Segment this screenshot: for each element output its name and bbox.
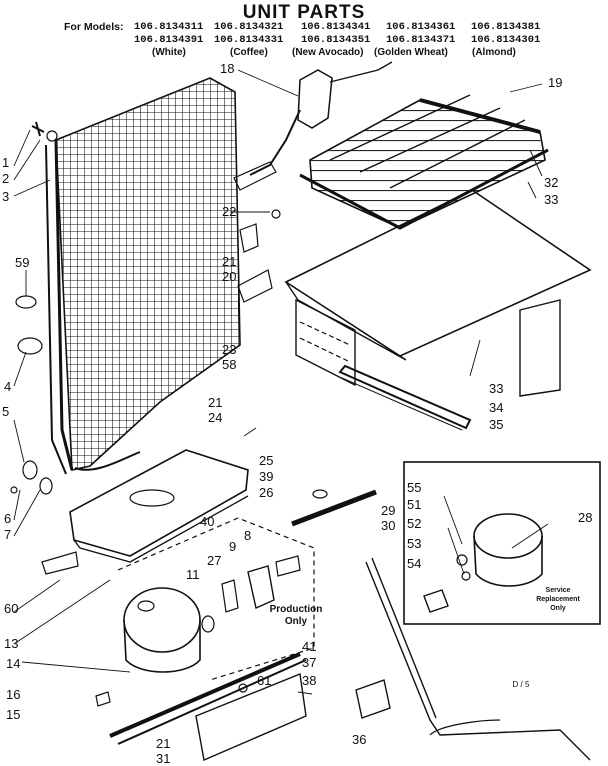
filter-dryer (291, 489, 377, 527)
callout-label: 35 (489, 417, 504, 432)
evaporator-pan (284, 189, 592, 397)
callout-label: 34 (489, 400, 504, 415)
grommet (41, 551, 79, 575)
callout-label: 21 (222, 254, 237, 269)
callout-label: 21 (156, 736, 171, 751)
callout-label: 22 (222, 204, 237, 219)
callout-label: 59 (15, 255, 30, 270)
models-prefix: For Models: (64, 21, 124, 33)
callout-label: 6 (4, 511, 12, 526)
model-number: 106.8134381 (471, 21, 541, 33)
callout-label: 29 (381, 503, 396, 518)
evaporator-coil (299, 94, 549, 230)
callout-label: 51 (407, 497, 422, 512)
callout-label: 11 (186, 567, 200, 582)
callout-label: 58 (222, 357, 237, 372)
defrost-heater (233, 61, 393, 191)
condenser-coil (45, 77, 241, 475)
callout-label: 13 (4, 636, 19, 651)
model-number: 106.8134321 (214, 21, 284, 33)
model-number: 106.8134341 (301, 21, 371, 33)
condensate-tubing (365, 557, 591, 761)
callout-label: 37 (302, 655, 317, 670)
model-number: 106.8134331 (214, 34, 284, 46)
callout-label: 26 (259, 485, 274, 500)
model-number: 106.8134301 (471, 34, 541, 46)
relay-overload (201, 555, 301, 633)
left-hardware (10, 121, 58, 495)
finish-label: (Almond) (472, 47, 516, 58)
callout-label: 55 (407, 480, 422, 495)
callout-label: 24 (208, 410, 223, 425)
callout-label: 33 (544, 192, 559, 207)
model-number: 106.8134391 (134, 34, 204, 46)
callout-label: 25 (259, 453, 274, 468)
callout-label: 40 (200, 514, 215, 529)
callout-label: 9 (229, 539, 237, 554)
callout-label: 53 (407, 536, 422, 551)
callout-label: 8 (244, 528, 252, 543)
clip-hardware (95, 691, 111, 707)
callout-label: 21 (208, 395, 223, 410)
page-title: UNIT PARTS (242, 2, 366, 23)
model-number: 106.8134311 (134, 21, 204, 33)
callout-label: 32 (544, 175, 559, 190)
model-number: 106.8134351 (301, 34, 371, 46)
production-only-note: Production Only (269, 604, 323, 627)
callout-label: 4 (4, 379, 12, 394)
callout-label: 39 (259, 469, 274, 484)
production-box (117, 517, 315, 681)
callout-label: 19 (548, 75, 563, 90)
callout-label: 33 (489, 381, 504, 396)
compressor (123, 587, 201, 673)
mounting-brackets (237, 209, 281, 303)
drain-pan (69, 449, 249, 563)
callout-label: 2 (2, 171, 10, 186)
callout-label: 36 (352, 732, 367, 747)
service-box (403, 461, 601, 625)
callout-label: 60 (4, 601, 19, 616)
model-number: 106.8134371 (386, 34, 456, 46)
callout-label: 18 (220, 61, 235, 76)
finish-label: (Coffee) (230, 47, 268, 58)
callout-label: 14 (6, 656, 21, 671)
base-rail (109, 652, 307, 761)
callout-label: 38 (302, 673, 317, 688)
callout-label: 5 (2, 404, 10, 419)
callout-label: 54 (407, 556, 422, 571)
drain-trough (338, 364, 472, 431)
callout-label: 31 (156, 751, 171, 766)
callout-label: 15 (6, 707, 21, 722)
page-reference: D / 5 (512, 680, 530, 689)
terminal-block (355, 679, 391, 719)
service-compressor (423, 513, 543, 613)
callout-label: 16 (6, 687, 21, 702)
callout-label: 28 (578, 510, 593, 525)
callout-label: 3 (2, 189, 10, 204)
callout-label: 61 (257, 673, 272, 688)
callout-label: 20 (222, 269, 237, 284)
callout-label: 30 (381, 518, 396, 533)
callout-label: 41 (302, 639, 317, 654)
finish-label: (Golden Wheat) (374, 47, 448, 58)
callout-label: 1 (2, 155, 10, 170)
callout-label: 52 (407, 516, 422, 531)
model-number: 106.8134361 (386, 21, 456, 33)
callout-label: 23 (222, 342, 237, 357)
callout-label: 7 (4, 527, 12, 542)
finish-label: (White) (152, 47, 186, 58)
callout-label: 27 (207, 553, 222, 568)
finish-label: (New Avocado) (292, 47, 364, 58)
service-replacement-note: Service Replacement Only (536, 587, 580, 612)
